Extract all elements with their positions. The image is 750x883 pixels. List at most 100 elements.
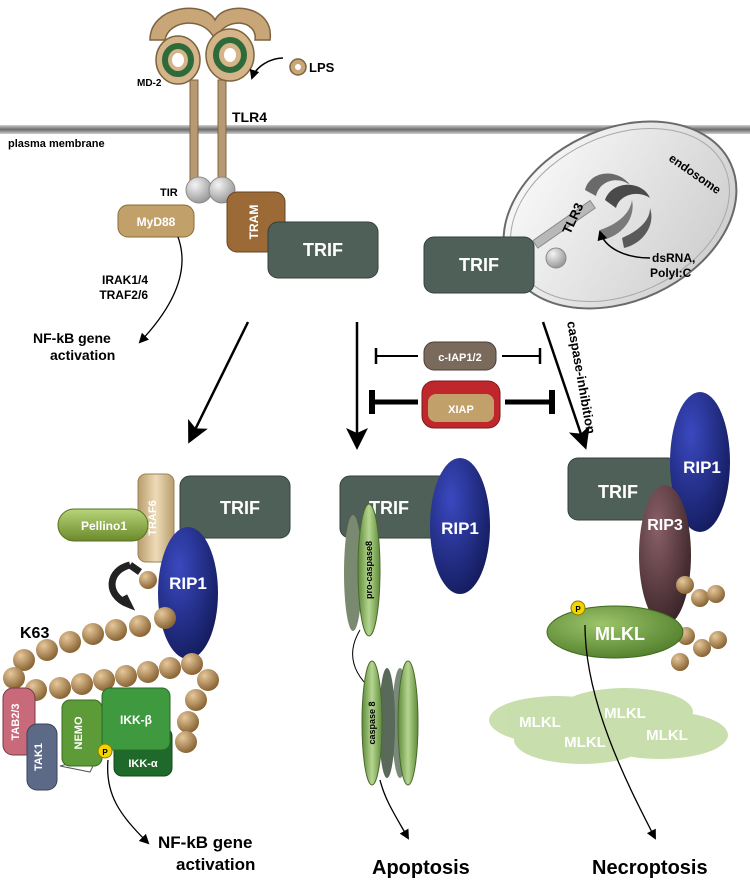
- mlkl-label-active: MLKL: [595, 624, 645, 644]
- arrow-to-nfkb-branch: [188, 321, 250, 444]
- phospho-badge-mlkl: [570, 600, 586, 616]
- tak1-protein: [26, 723, 58, 791]
- lps-icon-core: [295, 64, 301, 70]
- ubiquitin-bead: [49, 677, 71, 699]
- inhibition-bars: [369, 348, 555, 414]
- dsrna-label-line2: PolyI:C: [650, 266, 692, 280]
- tlr4-stalk-right: [217, 79, 227, 189]
- ubiquitin-bead: [129, 615, 151, 637]
- xiap-inner: [428, 394, 494, 422]
- ciap-label: c-IAP1/2: [438, 352, 481, 364]
- caspase8-subunit-right: [397, 660, 419, 786]
- ubiquitin-bead: [159, 657, 181, 679]
- md2-core-left: [172, 53, 184, 67]
- procaspase8-shadow: [344, 515, 362, 631]
- ubiquitin-bead: [154, 607, 176, 629]
- ikkb-protein: [101, 687, 171, 751]
- tlr4-stalk-left: [189, 79, 199, 189]
- plasma-membrane-label: plasma membrane: [8, 138, 105, 150]
- ubiquitin-bead: [82, 623, 104, 645]
- ubiquitin-bead: [676, 576, 694, 594]
- procaspase8-protein: [357, 503, 381, 637]
- ubiquitin-bead: [691, 589, 709, 607]
- trif-label-tlr4: TRIF: [303, 240, 343, 260]
- ubiquitin-bead: [137, 661, 159, 683]
- rip1-protein-necroptosis-complex: [670, 392, 730, 532]
- myd88-label: MyD88: [137, 215, 176, 229]
- tlr4-ectodomain: [149, 7, 271, 43]
- ubiquitin-bead: [3, 667, 25, 689]
- ubiquitin-bead: [71, 673, 93, 695]
- pellino1-label: Pellino1: [81, 519, 127, 533]
- caspase8-label: caspase 8: [367, 701, 377, 744]
- lps-binding-arrow: [249, 57, 284, 80]
- lps-label: LPS: [309, 60, 335, 75]
- nemo-label: NEMO: [73, 716, 85, 749]
- trif-protein-nfkb-complex: [179, 475, 291, 539]
- ubiquitin-bead: [13, 649, 35, 671]
- rip1-label-necroptosis-complex: RIP1: [683, 458, 721, 477]
- apoptosis-label: Apoptosis: [372, 857, 470, 879]
- free-ubiquitin: [139, 571, 157, 589]
- ubiquitin-bead: [181, 653, 203, 675]
- rip1-label-nfkb-complex: RIP1: [169, 574, 207, 593]
- ubiquitin-bead: [59, 631, 81, 653]
- ikkb-label: IKK-β: [120, 713, 152, 727]
- mlkl-oligomer-label-3: MLKL: [564, 734, 606, 751]
- ubiquitin-bead: [93, 669, 115, 691]
- irak-label-line2: TRAF2/6: [99, 288, 148, 302]
- trif-protein-tlr3: [423, 236, 535, 294]
- xiap-label: XIAP: [448, 404, 474, 416]
- md2-core-right: [224, 48, 236, 62]
- myd88-nfkb-arrow: [138, 236, 183, 344]
- nfkb-bottom-label-line1: NF-kB gene: [158, 833, 252, 852]
- trif-label-apoptosis-complex: TRIF: [369, 498, 409, 518]
- tlr4-label: TLR4: [232, 109, 267, 125]
- caspase8-subunit-left: [361, 660, 383, 786]
- phospho-badge-ikk: [97, 743, 113, 759]
- caspase-inhibition-label: caspase-inhibition: [564, 320, 599, 435]
- ubiquitin-bead: [197, 669, 219, 691]
- endosome-compartment: [502, 120, 738, 310]
- tram-label: TRAM: [247, 205, 261, 240]
- dsrna-binding-arrow: [597, 230, 651, 259]
- trif-label-tlr3: TRIF: [459, 255, 499, 275]
- necroptosis-label: Necroptosis: [592, 857, 708, 879]
- tab23-label: TAB2/3: [10, 703, 22, 740]
- irak-label-line1: IRAK1/4: [102, 273, 148, 287]
- nfkb-bottom-label-line2: activation: [176, 855, 255, 874]
- trif-label-nfkb-complex: TRIF: [220, 498, 260, 518]
- trif-label-necroptosis-complex: TRIF: [598, 482, 638, 502]
- ikk-nfkb-arrow: [106, 759, 150, 845]
- md2-ring-left: [162, 43, 194, 77]
- phospho-label-ikk: P: [102, 748, 108, 757]
- traf6-label: TRAF6: [147, 500, 159, 535]
- tir-domain-left: [185, 176, 213, 204]
- mlkl-protein-active: [546, 605, 684, 659]
- ubiquitin-bead: [693, 639, 711, 657]
- dsrna-label-line1: dsRNA,: [652, 251, 695, 265]
- pellino1-protein: [57, 508, 149, 542]
- tlr3-receptor: [532, 173, 652, 269]
- trif-protein-tlr4: [267, 221, 379, 279]
- rip3-protein: [639, 485, 691, 625]
- ubiquitin-bead: [185, 689, 207, 711]
- mlkl-oligomer: [489, 688, 728, 764]
- ubiquitination-arrow: [108, 561, 143, 611]
- rip3-label: RIP3: [647, 517, 683, 534]
- caspase8-apoptosis-arrow: [379, 779, 409, 840]
- k63-label: K63: [20, 625, 49, 642]
- ubiquitin-bead: [105, 619, 127, 641]
- ciap-protein: [423, 341, 497, 371]
- mlkl-oligomer-label-2: MLKL: [604, 705, 646, 722]
- ubiquitin-bead: [175, 731, 197, 753]
- mlkl-oligomer-label-4: MLKL: [646, 727, 688, 744]
- caspase8-core-front: [379, 668, 395, 778]
- rip1-protein-apoptosis-complex: [430, 458, 490, 594]
- arrow-to-necroptosis-branch: [541, 321, 590, 450]
- tak1-label: TAK1: [33, 743, 45, 771]
- ubiquitin-bead: [707, 585, 725, 603]
- mlkl-necroptosis-arrow: [584, 624, 656, 840]
